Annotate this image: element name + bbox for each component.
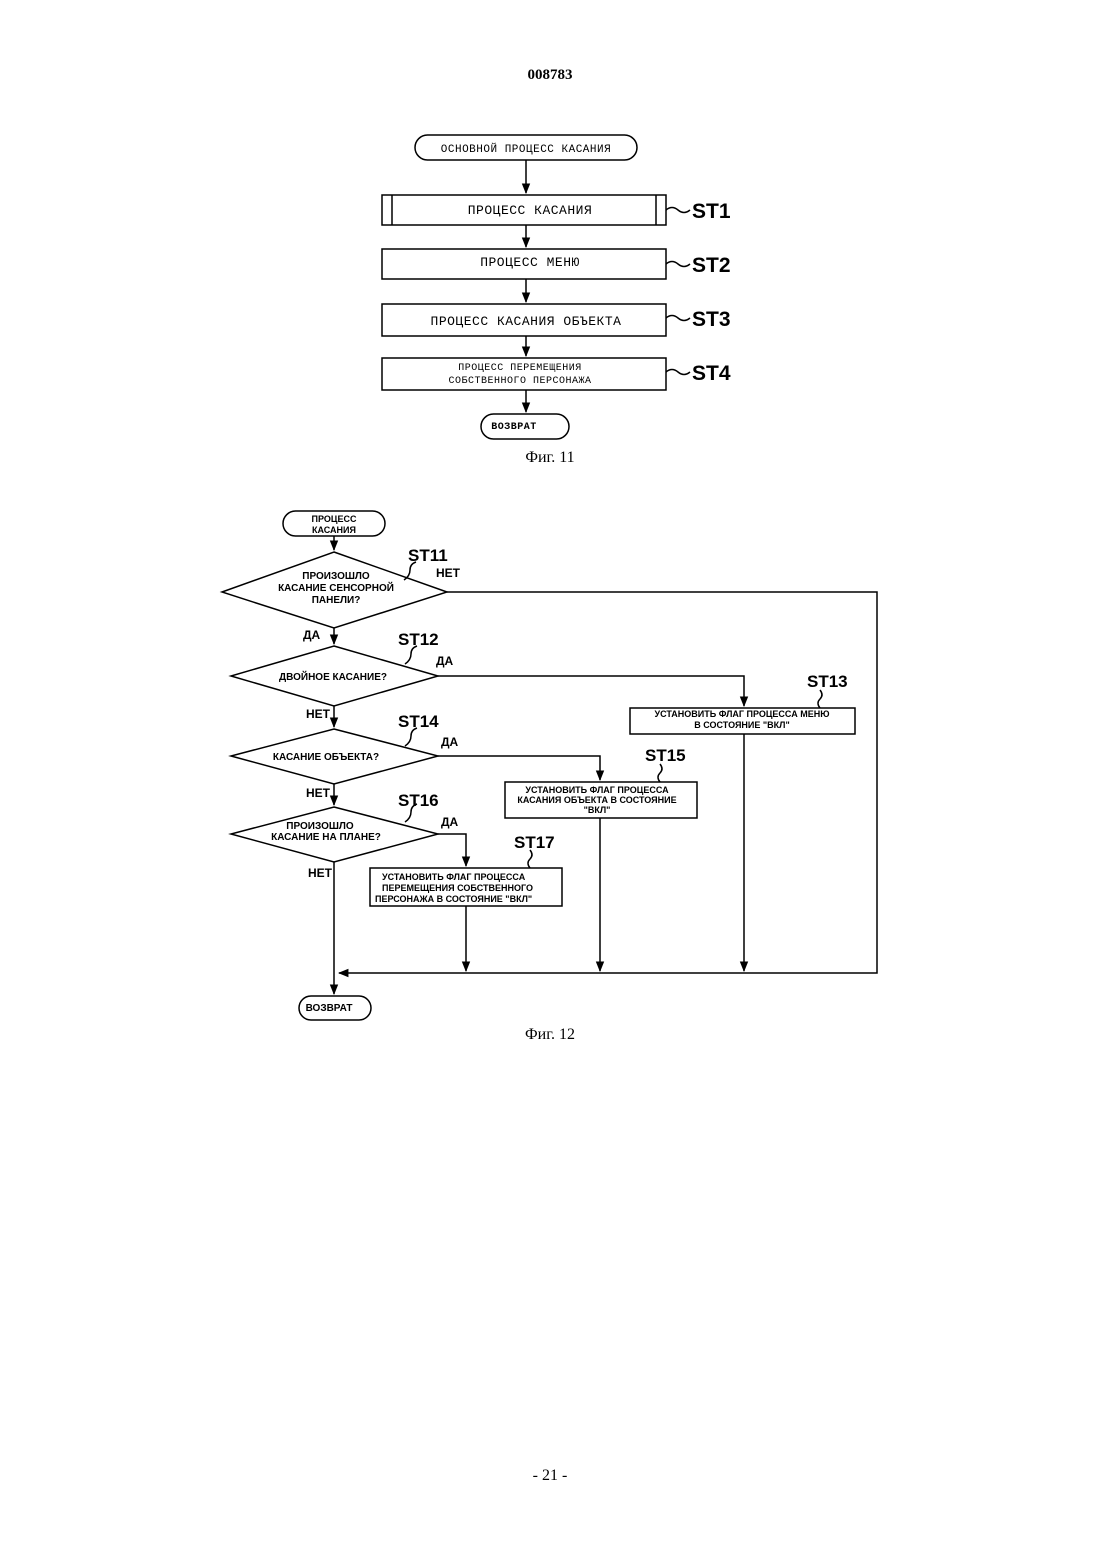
fig11-end-label: ВОЗВРАТ [491, 422, 537, 433]
fig12-action-st17-line2: ПЕРЕМЕЩЕНИЯ СОБСТВЕННОГО [382, 883, 533, 893]
page-number: - 21 - [0, 1467, 1100, 1485]
fig12-action-st15-line1: УСТАНОВИТЬ ФЛАГ ПРОЦЕССА [525, 785, 669, 795]
fig12-decision-st12-id: ST12 [398, 630, 439, 649]
fig12-decision-st12-line1: ДВОЙНОЕ КАСАНИЕ? [279, 670, 387, 683]
fig11-step-st3-label: ПРОЦЕСС КАСАНИЯ ОБЪЕКТА [431, 314, 622, 329]
fig12-action-st17-line1: УСТАНОВИТЬ ФЛАГ ПРОЦЕССА [382, 872, 526, 882]
fig12-line-st12-yes [438, 676, 744, 706]
fig12-line-st16-yes [438, 834, 466, 866]
fig12-decision-st16-id: ST16 [398, 791, 439, 810]
figure-12-text: ПРОЦЕСС КАСАНИЯ ВОЗВРАТ ПРОИЗОШЛО КАСАНИ… [271, 514, 848, 1043]
fig12-action-st15-line2: КАСАНИЯ ОБЪЕКТА В СОСТОЯНИЕ [517, 795, 676, 805]
fig12-leader-st13 [818, 690, 822, 708]
fig12-action-st13-id: ST13 [807, 672, 848, 691]
fig12-start-label-line1: ПРОЦЕСС [312, 514, 357, 524]
fig12-decision-st14-id: ST14 [398, 712, 439, 731]
fig11-start-label: ОСНОВНОЙ ПРОЦЕСС КАСАНИЯ [441, 142, 611, 156]
fig12-decision-st14-yes-label: ДА [441, 735, 459, 749]
fig12-decision-st16-no-label: НЕТ [308, 866, 333, 880]
fig12-action-st15-id: ST15 [645, 746, 686, 765]
fig12-decision-st12-no-label: НЕТ [306, 707, 331, 721]
fig12-leader-st15 [658, 764, 662, 782]
fig11-step-st1-label: ПРОЦЕСС КАСАНИЯ [468, 203, 593, 218]
fig12-decision-st16-line2: КАСАНИЕ НА ПЛАНЕ? [271, 832, 381, 843]
fig12-action-st17-line3: ПЕРСОНАЖА В СОСТОЯНИЕ "ВКЛ" [375, 894, 532, 904]
fig11-caption: Фиг. 11 [525, 449, 574, 466]
figure-11 [382, 135, 690, 439]
fig12-action-st13-line2: В СОСТОЯНИЕ "ВКЛ" [694, 720, 790, 730]
fig12-decision-st12-yes-label: ДА [436, 654, 454, 668]
fig11-step-st2-id: ST2 [692, 254, 731, 277]
fig12-decision-st11-id: ST11 [408, 546, 448, 565]
fig12-caption: Фиг. 12 [525, 1026, 575, 1043]
fig12-decision-st14-line1: КАСАНИЕ ОБЪЕКТА? [273, 752, 379, 763]
fig12-end-label: ВОЗВРАТ [306, 1003, 353, 1014]
fig12-leader-st17 [528, 850, 532, 868]
fig12-decision-st16-line1: ПРОИЗОШЛО [286, 821, 354, 832]
fig12-action-st13-line1: УСТАНОВИТЬ ФЛАГ ПРОЦЕССА МЕНЮ [655, 709, 830, 719]
fig11-leader-st1 [666, 208, 690, 213]
fig11-leader-st4 [666, 370, 690, 375]
fig11-leader-st3 [666, 316, 690, 321]
fig12-decision-st16-yes-label: ДА [441, 815, 459, 829]
fig11-step-st4-label-line1: ПРОЦЕСС ПЕРЕМЕЩЕНИЯ [458, 363, 582, 374]
fig11-step-st4-id: ST4 [692, 362, 731, 385]
fig12-decision-st11-line3: ПАНЕЛИ? [312, 595, 361, 606]
fig12-action-st15-line3: "ВКЛ" [584, 805, 611, 815]
fig12-line-st14-yes [438, 756, 600, 780]
fig12-decision-st11-line1: ПРОИЗОШЛО [302, 571, 370, 582]
fig12-decision-st11-no-label: НЕТ [436, 566, 461, 580]
fig11-step-st1-id: ST1 [692, 200, 731, 223]
fig11-step-st2-label: ПРОЦЕСС МЕНЮ [480, 255, 580, 270]
fig12-action-st17-id: ST17 [514, 833, 555, 852]
fig12-decision-st14-no-label: НЕТ [306, 786, 331, 800]
fig12-start-label-line2: КАСАНИЯ [312, 525, 356, 535]
fig11-leader-st2 [666, 262, 690, 267]
fig11-step-st3-id: ST3 [692, 308, 731, 331]
fig12-decision-st11-yes-label: ДА [303, 628, 321, 642]
fig12-decision-st11-line2: КАСАНИЕ СЕНСОРНОЙ [278, 581, 394, 594]
fig11-step-st4-label-line2: СОБСТВЕННОГО ПЕРСОНАЖА [448, 376, 591, 387]
